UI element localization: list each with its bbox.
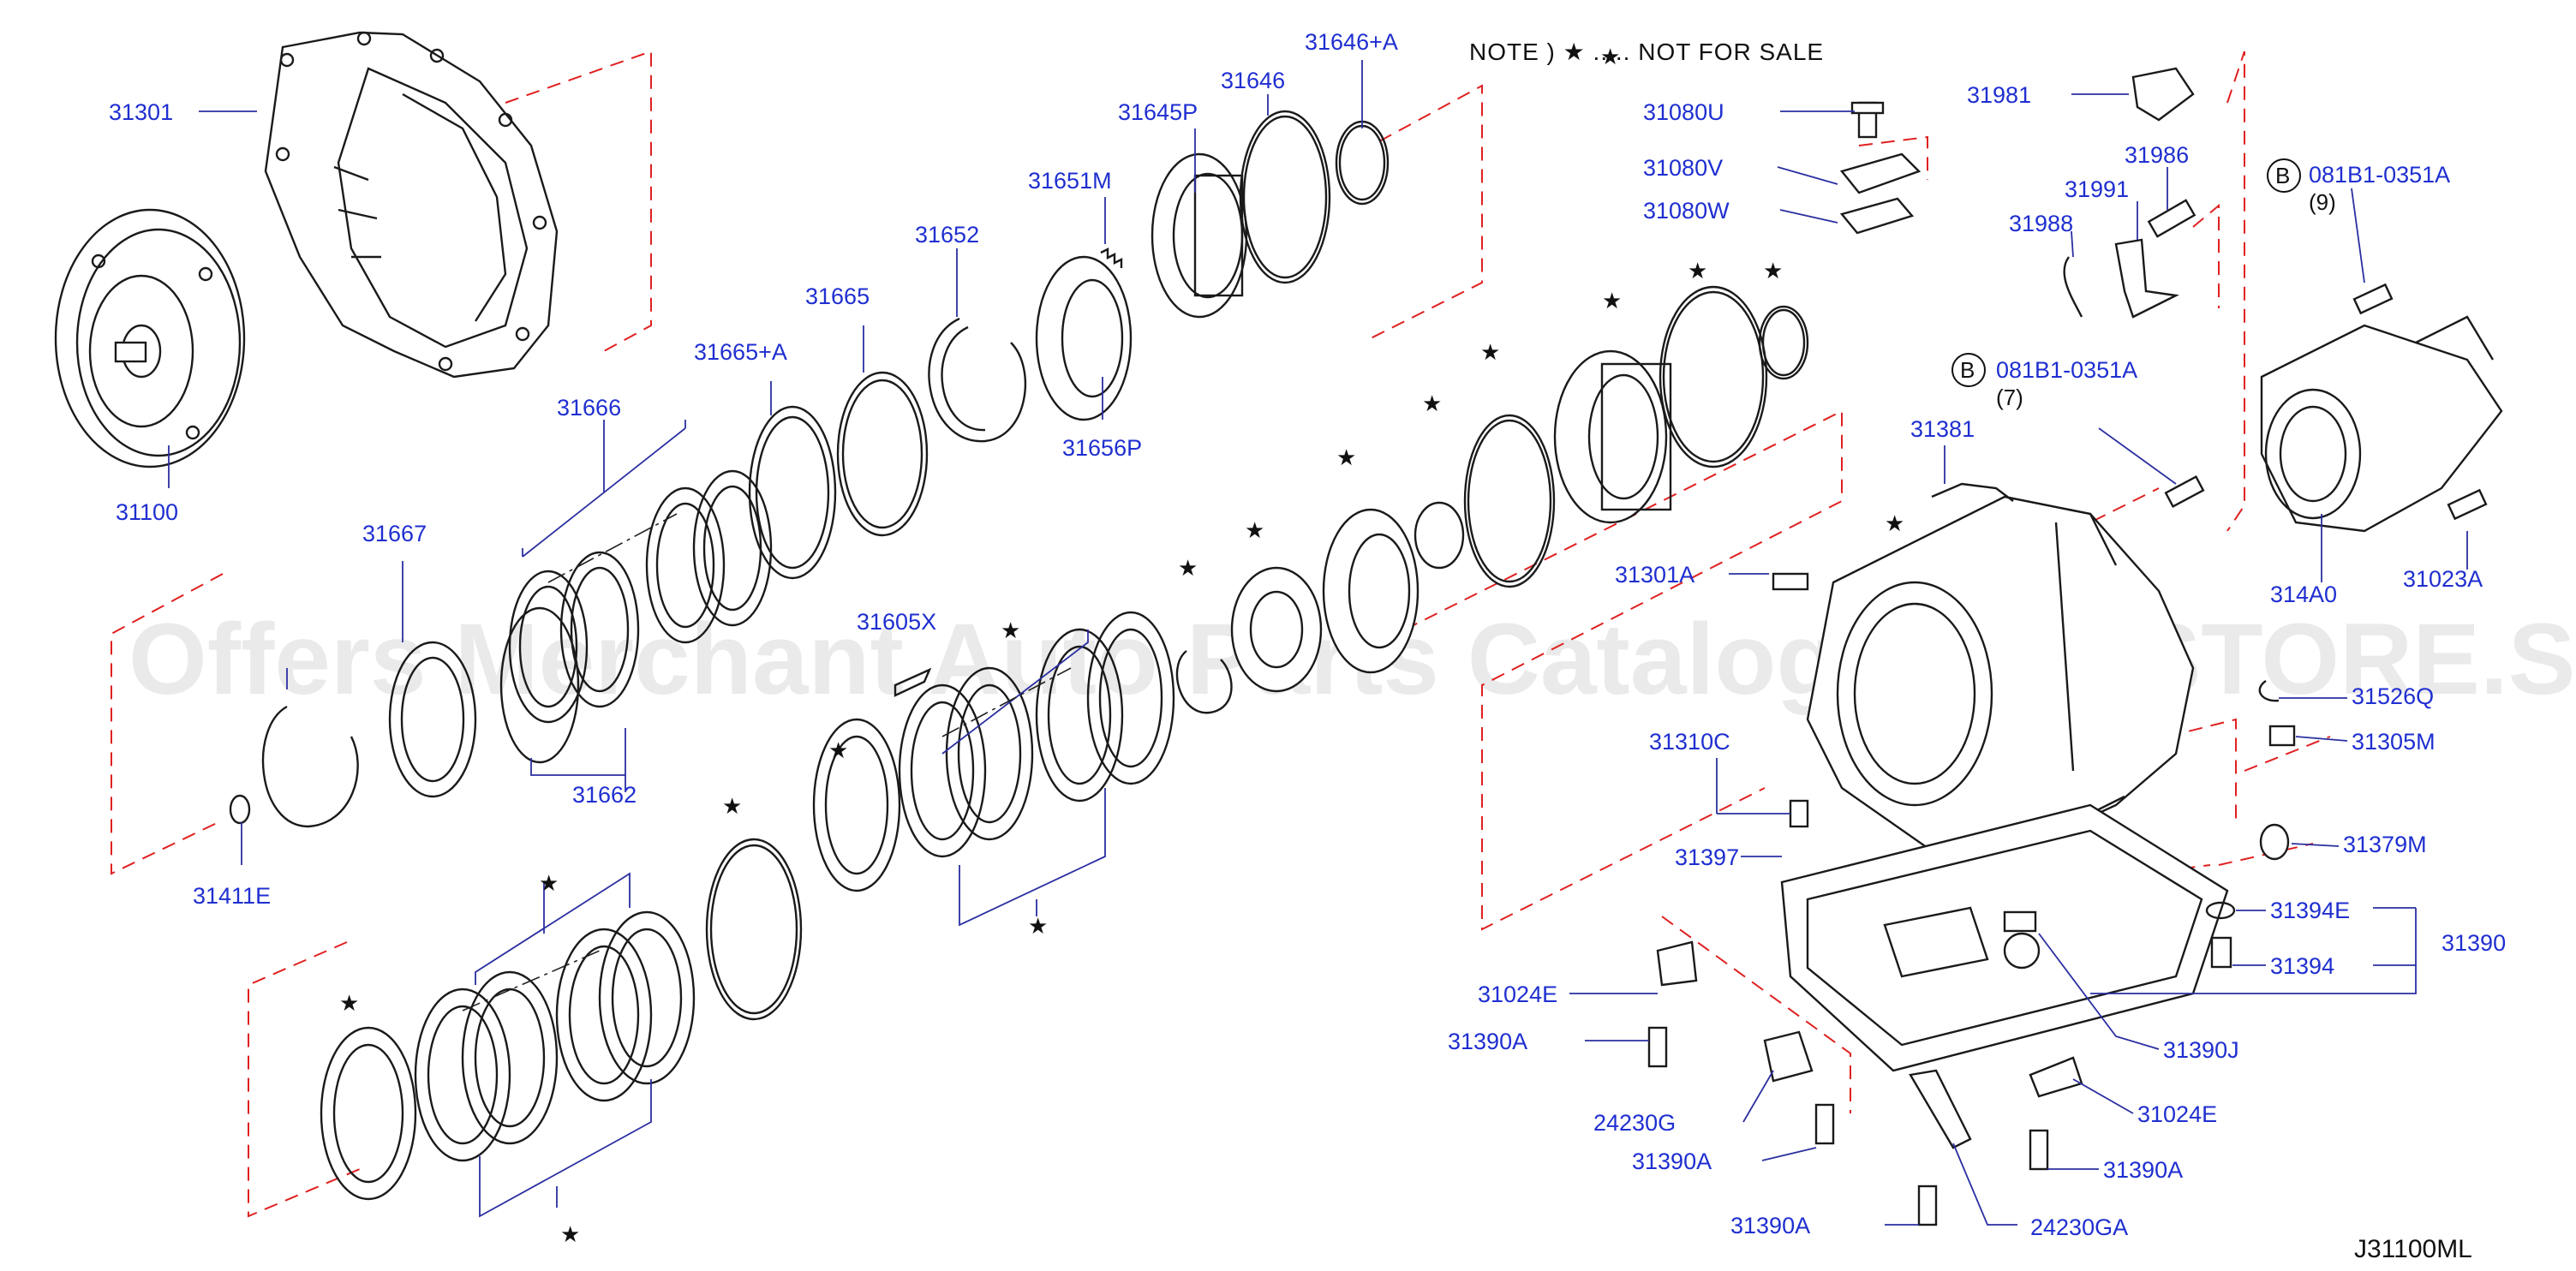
diagram-code: J31100ML [2354,1235,2472,1263]
assembly-guide-lines [111,50,2331,1218]
bolt-ref-9-letter: B [2275,163,2290,188]
label-31656p[interactable]: 31656P [1062,435,1142,461]
converter-housing [264,31,559,379]
star-3: ★ [1763,259,1783,284]
star-7: ★ [1245,518,1264,544]
bolt-ref-9: B 081B1-0351A (9) [2267,158,2450,215]
label-31646-a[interactable]: 31646+A [1305,29,1398,55]
label-31652[interactable]: 31652 [915,222,979,248]
label-31080u[interactable]: 31080U [1643,99,1724,125]
star-9: ★ [1001,618,1020,644]
label-31662[interactable]: 31662 [572,782,637,808]
transmission-case [1806,495,2195,867]
label-31381[interactable]: 31381 [1910,416,1975,442]
bolt-ref-7-letter: B [1960,357,1975,383]
label-31080w[interactable]: 31080W [1643,198,1730,224]
star-5: ★ [1422,391,1442,417]
label-31981[interactable]: 31981 [1967,82,2031,108]
star-16: ★ [1885,511,1904,537]
torque-converter [54,208,246,468]
extension-housing [2260,315,2503,533]
label-31024e-left[interactable]: 31024E [1478,982,1557,1007]
label-31394[interactable]: 31394 [2270,953,2334,979]
leader-lines [168,60,2468,1226]
part-labels: 31301 31100 31646+A 31646 31645P 31651M … [109,29,2506,1240]
star-11: ★ [1028,914,1048,940]
clutch-plates [229,110,1809,1201]
label-31390a-2[interactable]: 31390A [1632,1149,1712,1174]
label-31651m[interactable]: 31651M [1028,168,1112,194]
star-1: ★ [1602,289,1622,314]
label-31301a[interactable]: 31301A [1615,562,1694,588]
label-31379m[interactable]: 31379M [2343,832,2427,857]
label-31301[interactable]: 31301 [109,99,173,125]
label-24230g[interactable]: 24230G [1593,1110,1676,1136]
label-31390j[interactable]: 31390J [2163,1037,2239,1063]
star-13: ★ [539,871,559,897]
label-31991[interactable]: 31991 [2065,176,2129,202]
pack-brackets [475,420,1106,1218]
label-31390[interactable]: 31390 [2442,930,2506,956]
star-15: ★ [560,1222,580,1248]
small-hardware [1647,67,2488,1226]
star-note: ★ [1600,45,1620,70]
not-for-sale-stars: ★ ★ ★ ★ ★ ★ ★ ★ ★ ★ ★ ★ ★ ★ ★ ★ ★ [339,45,1904,1248]
bolt-ref-7-qty: (7) [1996,385,2023,410]
oil-pan [1780,803,2229,1072]
bolt-ref-7: B 081B1-0351A (7) [1951,353,2137,410]
label-31666[interactable]: 31666 [557,395,621,421]
label-24230ga[interactable]: 24230GA [2030,1214,2128,1240]
star-12: ★ [722,794,742,820]
bolt-ref-9-qty: (9) [2309,189,2336,215]
label-31645p[interactable]: 31645P [1118,99,1198,125]
star-2: ★ [1688,259,1707,284]
label-31526q[interactable]: 31526Q [2352,683,2434,709]
star-14: ★ [339,991,359,1017]
label-31665-a[interactable]: 31665+A [694,339,787,365]
label-31023a[interactable]: 31023A [2403,566,2483,592]
label-31397[interactable]: 31397 [1675,844,1739,870]
label-31605x[interactable]: 31605X [857,609,936,635]
label-31986[interactable]: 31986 [2125,142,2189,168]
label-31080v[interactable]: 31080V [1643,155,1723,181]
label-31667[interactable]: 31667 [362,521,427,546]
star-4: ★ [1480,340,1500,366]
label-31988[interactable]: 31988 [2009,211,2073,236]
centre-chain-lines [462,513,1072,1011]
label-31394e[interactable]: 31394E [2270,898,2350,923]
star-10: ★ [828,738,848,764]
label-31390a-1[interactable]: 31390A [1448,1029,1527,1054]
label-31100[interactable]: 31100 [116,499,178,525]
label-31305m[interactable]: 31305M [2352,729,2436,755]
label-31646[interactable]: 31646 [1221,68,1285,93]
label-31411e[interactable]: 31411E [193,883,271,909]
note-text: NOTE ) ★ ..... NOT FOR SALE [1469,39,1824,65]
star-8: ★ [1178,556,1198,582]
label-31024e-right[interactable]: 31024E [2137,1101,2217,1127]
bolt-ref-9-part: 081B1-0351A [2309,162,2450,188]
label-31390a-3[interactable]: 31390A [2103,1157,2183,1183]
bolt-ref-7-part: 081B1-0351A [1996,357,2137,383]
label-31310c[interactable]: 31310C [1649,729,1730,755]
label-31390a-4[interactable]: 31390A [1730,1213,1810,1238]
star-6: ★ [1336,445,1356,471]
label-31665[interactable]: 31665 [805,283,870,309]
label-314a0[interactable]: 314A0 [2270,582,2337,607]
